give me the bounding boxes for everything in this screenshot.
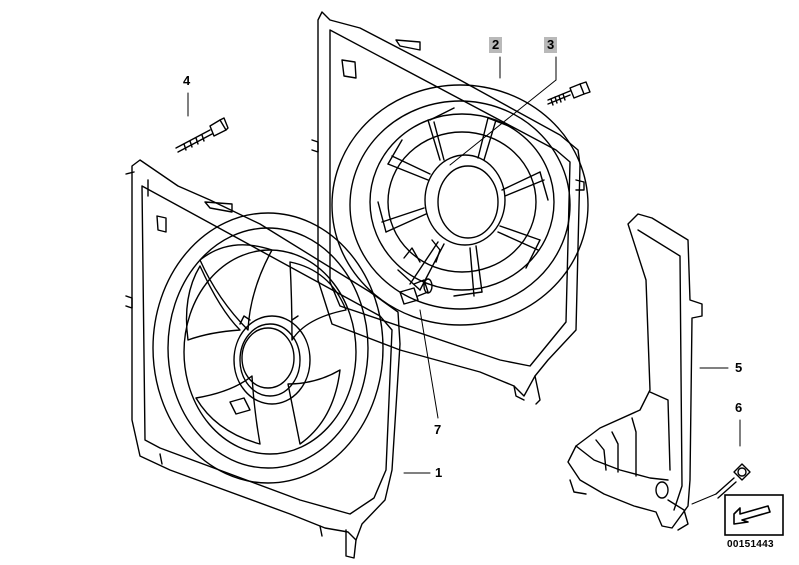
front-fan-shroud bbox=[125, 159, 401, 559]
rivet-7 bbox=[399, 278, 433, 305]
callout-6: 6 bbox=[735, 400, 743, 415]
rear-fan-shroud bbox=[311, 11, 589, 405]
diagram-code: 00151443 bbox=[727, 539, 774, 550]
callout-1: 1 bbox=[435, 465, 443, 480]
arrow-icon bbox=[733, 505, 771, 525]
screw-4 bbox=[175, 117, 229, 153]
reference-arrow-box bbox=[724, 494, 784, 536]
air-guide bbox=[567, 213, 703, 531]
callout-7: 7 bbox=[434, 422, 442, 437]
leader-lines bbox=[187, 56, 741, 505]
callout-2: 2 bbox=[489, 37, 503, 53]
screw-3 bbox=[547, 81, 591, 106]
callout-4: 4 bbox=[183, 73, 191, 88]
callout-3: 3 bbox=[544, 37, 558, 53]
screw-6 bbox=[715, 463, 751, 499]
callout-5: 5 bbox=[735, 360, 743, 375]
